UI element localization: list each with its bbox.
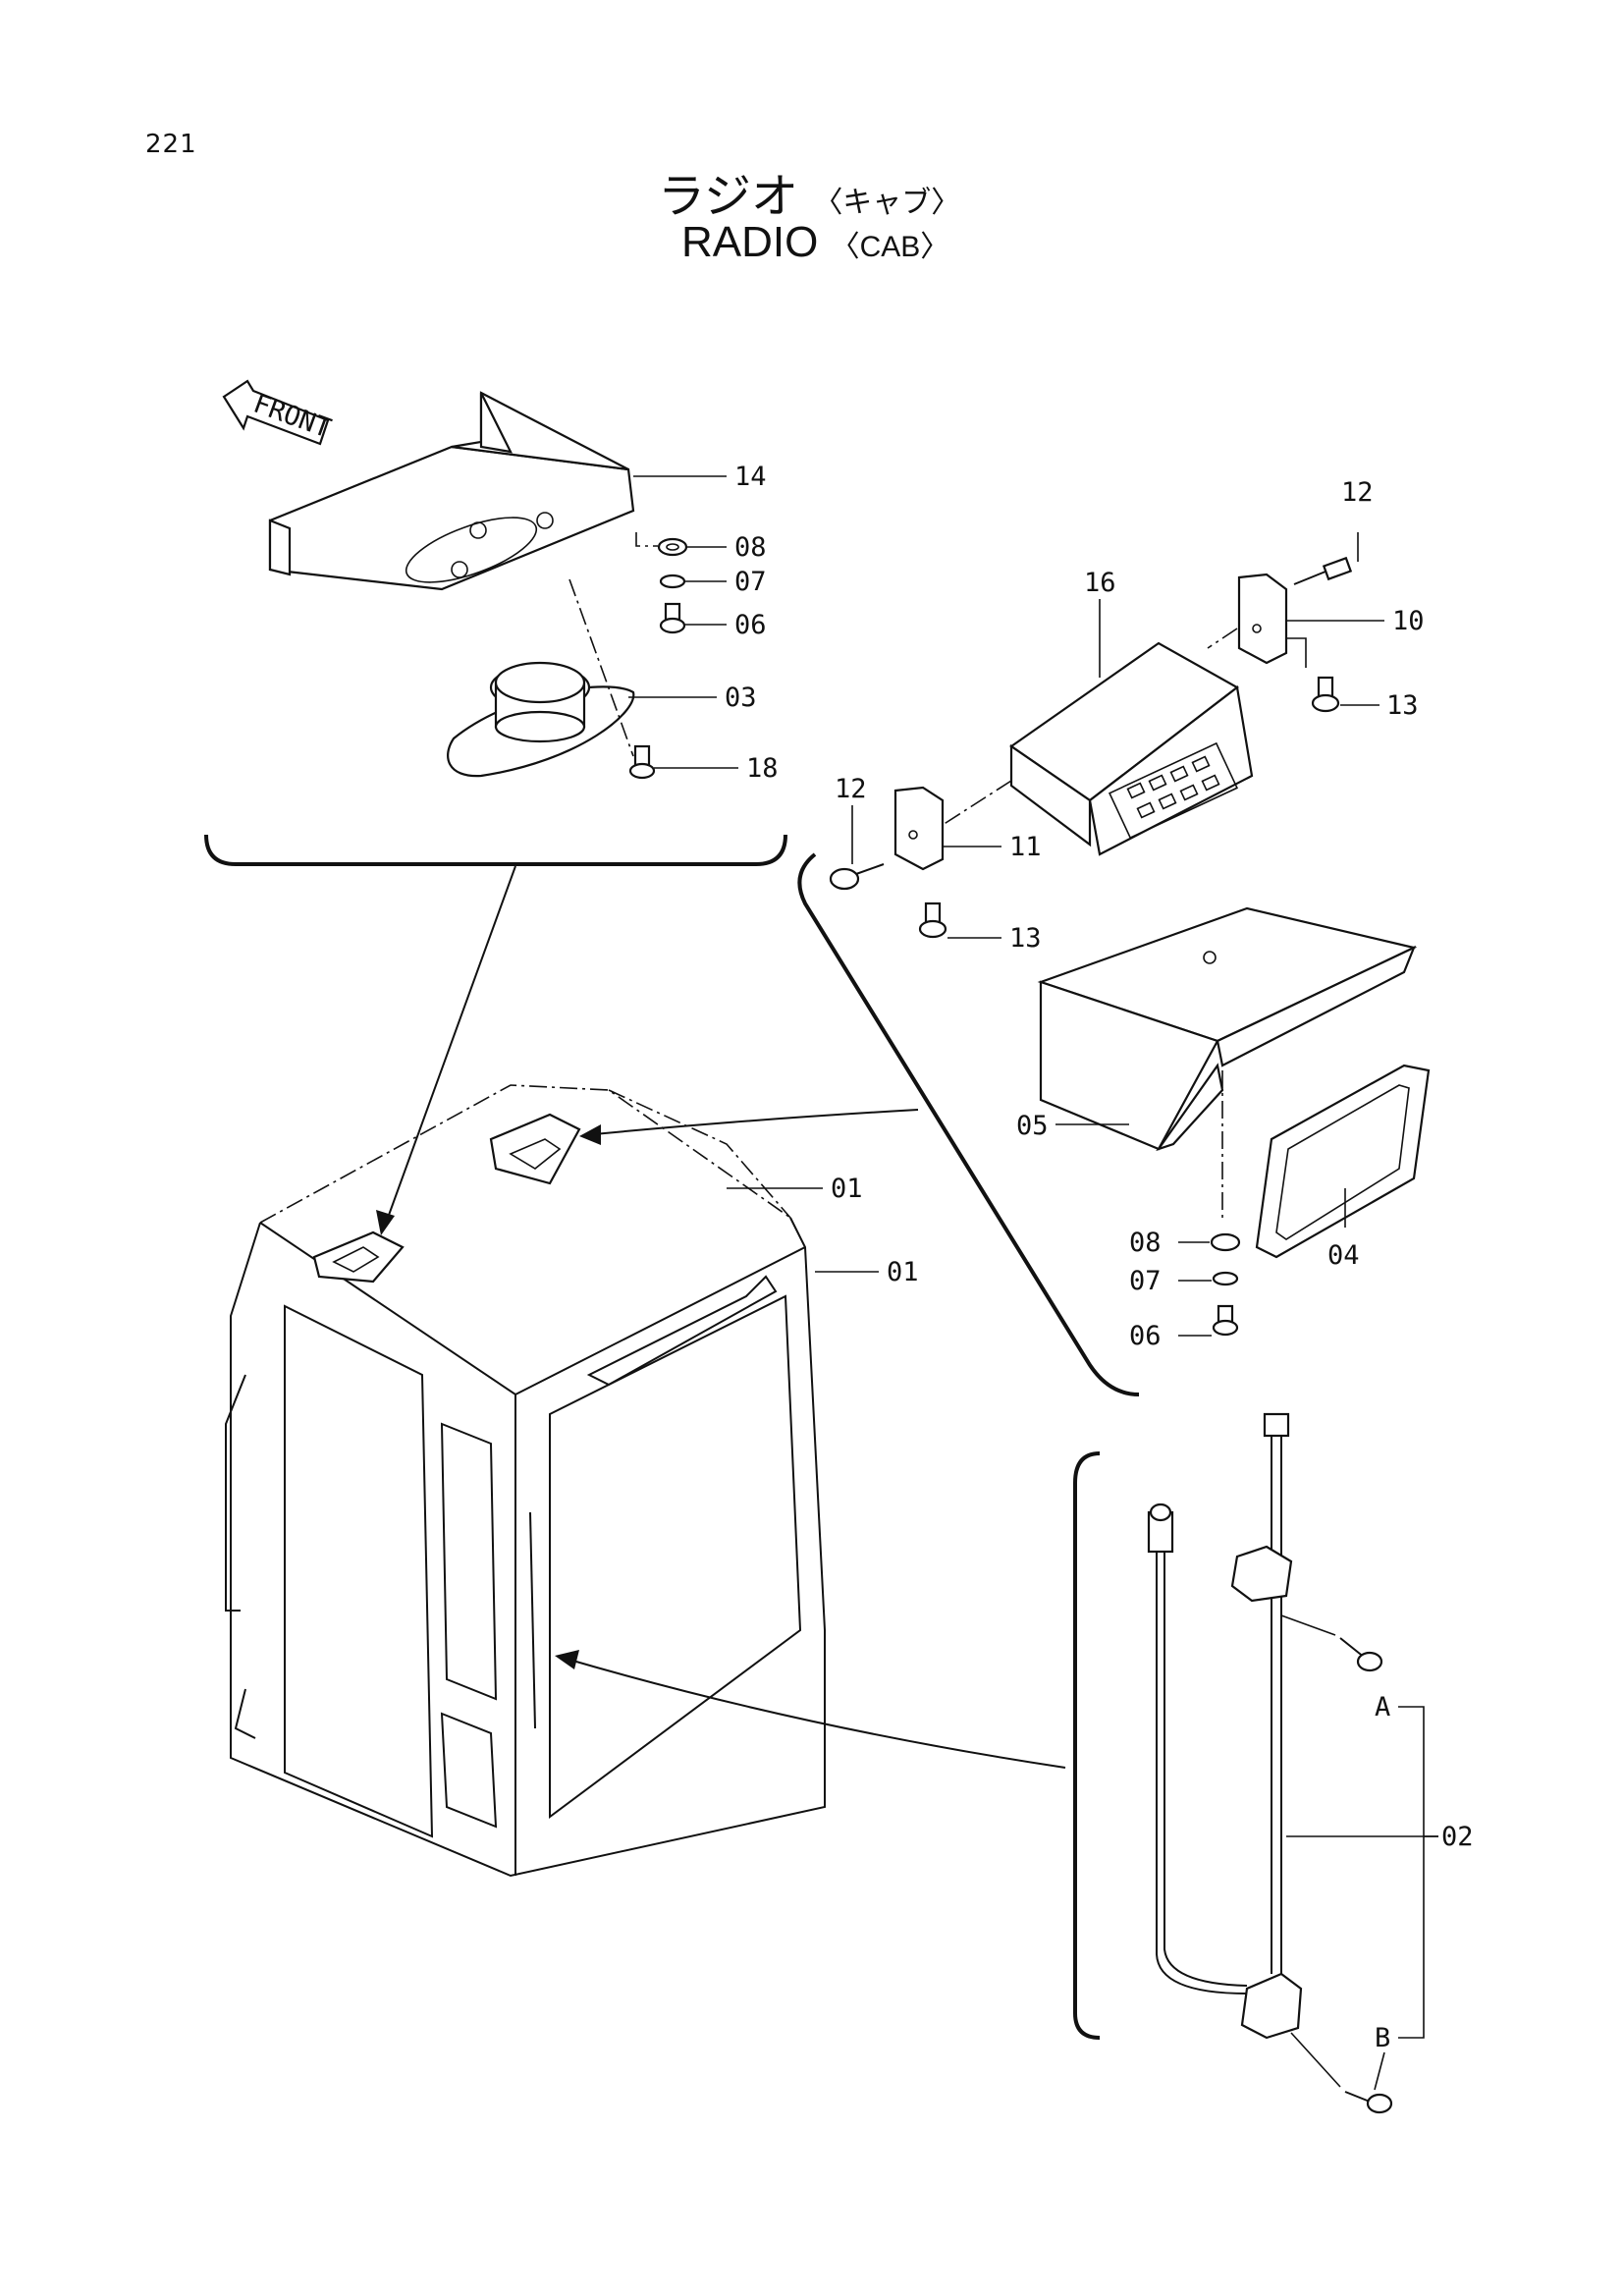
callout-a: A	[1375, 1692, 1390, 1722]
title-jp-main: ラジオ	[658, 169, 799, 224]
front-label: FRONT	[249, 389, 335, 445]
front-arrow-icon: FRONT	[222, 379, 335, 446]
callout-11: 11	[1009, 832, 1042, 862]
callout-b: B	[1375, 2023, 1390, 2053]
antenna-group-bracket	[1073, 1451, 1101, 2040]
bracket-10	[1237, 573, 1288, 665]
callout-05: 05	[1016, 1111, 1049, 1141]
antenna-02	[1147, 1412, 1303, 2040]
screw-b-icon	[1344, 2091, 1393, 2114]
screw-a-icon	[1339, 1637, 1383, 1672]
callout-03: 03	[725, 683, 757, 713]
callout-01-bottom: 01	[887, 1257, 919, 1287]
callout-04: 04	[1327, 1240, 1360, 1271]
radio-16	[1009, 641, 1254, 856]
cab-speaker-mount-left	[312, 1230, 405, 1284]
bracket-11	[893, 786, 945, 871]
bolt-13-left-icon	[918, 902, 947, 939]
callout-08-top: 08	[734, 532, 767, 563]
bolt-12-right-icon	[1293, 556, 1353, 585]
bolt-13-right-icon	[1311, 676, 1340, 713]
leader-arrows	[376, 865, 1066, 1769]
title-en-main: RADIO	[681, 218, 819, 266]
callout-01-top: 01	[831, 1174, 863, 1204]
cab-radio-mount	[489, 1113, 581, 1185]
speaker-03	[447, 661, 635, 778]
title-japanese: ラジオ 〈キャブ〉	[658, 157, 960, 226]
callout-06-bottom: 06	[1129, 1321, 1162, 1351]
washer-dash-line	[635, 532, 658, 547]
callout-13-left: 13	[1009, 923, 1042, 954]
bezel-04	[1255, 1064, 1431, 1259]
page-number: 221	[145, 130, 197, 159]
callout-10: 10	[1392, 606, 1425, 636]
lockwasher-07-icon	[659, 574, 686, 589]
title-jp-sub: 〈キャブ〉	[813, 186, 961, 220]
bolt-06-bottom-icon	[1212, 1304, 1239, 1337]
lockwasher-07-bottom-icon	[1212, 1271, 1239, 1286]
title-en-sub: 〈CAB〉	[830, 231, 950, 263]
callout-12-left: 12	[835, 774, 867, 804]
title-english: RADIO 〈CAB〉	[681, 218, 949, 267]
bolt-06-icon	[659, 602, 686, 634]
callout-06-top: 06	[734, 610, 767, 640]
speaker-dash-line	[568, 578, 634, 757]
callout-13-right: 13	[1386, 690, 1419, 721]
bolt-12-left-icon	[829, 863, 885, 891]
cab-body	[225, 1084, 826, 1878]
speaker-group-bracket	[204, 834, 787, 866]
speaker-bracket-14	[268, 391, 635, 591]
screw-18-icon	[628, 744, 656, 780]
callout-08-bottom: 08	[1129, 1228, 1162, 1258]
washer-08-bottom-icon	[1210, 1232, 1241, 1252]
callout-07-top: 07	[734, 567, 767, 597]
callout-12-right: 12	[1341, 477, 1374, 508]
callout-14: 14	[734, 462, 767, 492]
radio-group-bracket	[797, 852, 1140, 1396]
washer-08-icon	[657, 537, 688, 557]
callout-16: 16	[1084, 568, 1116, 598]
callout-18: 18	[746, 753, 779, 784]
radio-holder-05	[1037, 906, 1418, 1152]
callout-02: 02	[1441, 1822, 1474, 1852]
callout-07-bottom: 07	[1129, 1266, 1162, 1296]
